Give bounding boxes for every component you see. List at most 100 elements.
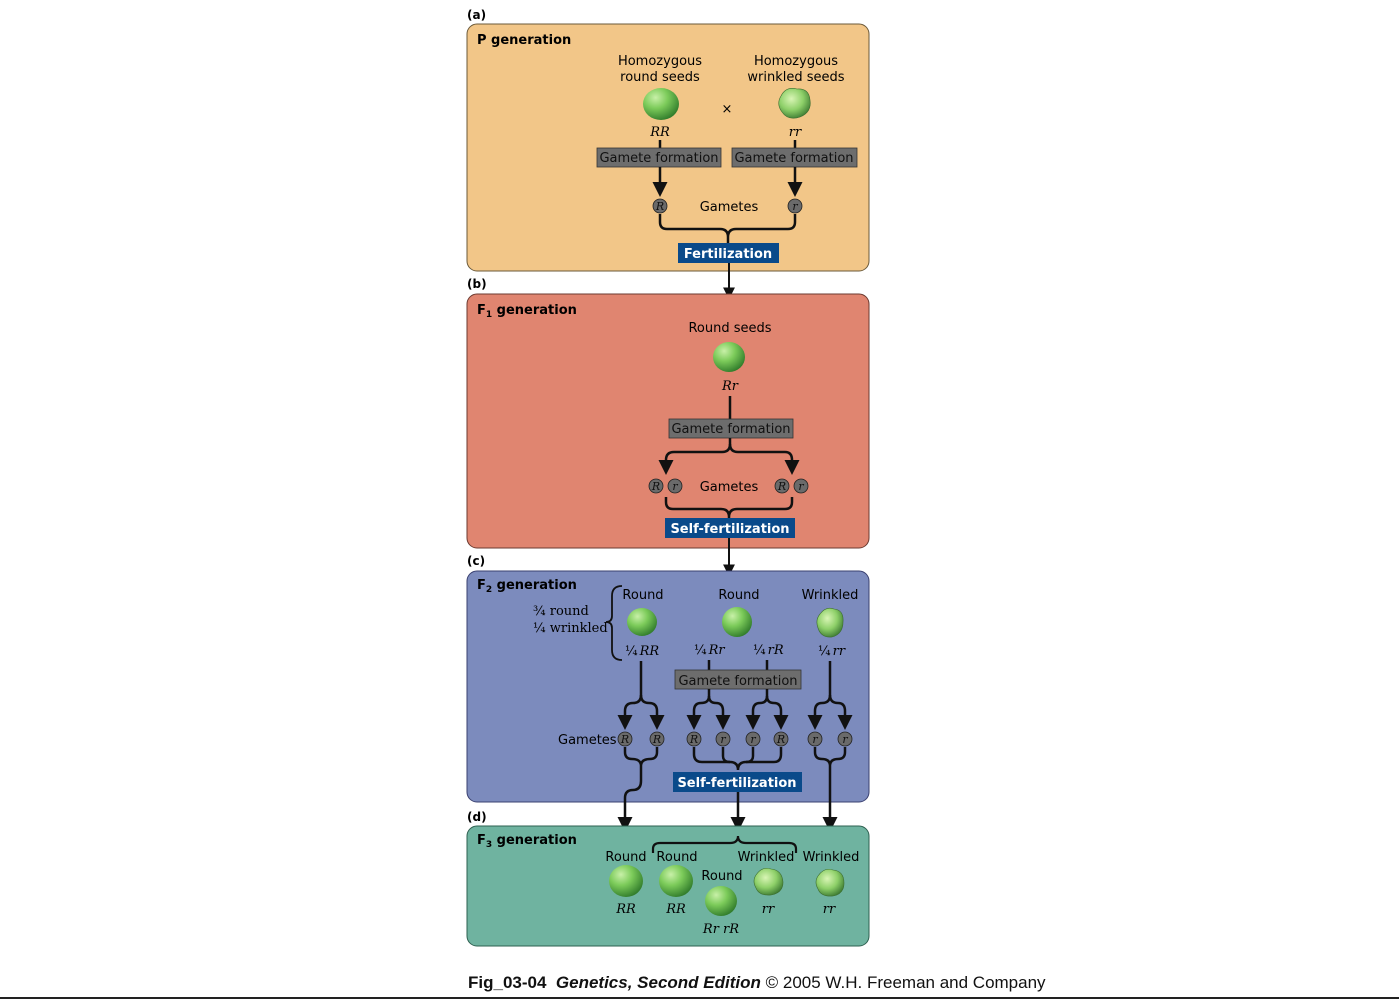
f3-seed-genotype: rr — [762, 902, 775, 917]
self-fertilization-label-b: Self-fertilization — [670, 522, 789, 537]
f3-seed-label: Wrinkled — [803, 850, 860, 865]
self-fertilization-box-c — [673, 772, 802, 792]
allele-r: r — [672, 480, 678, 493]
allele-circle — [837, 731, 853, 747]
left-parent-genotype: RR — [649, 125, 670, 140]
f1-generation-panel — [466, 293, 870, 549]
f3-seed-genotype: RR — [615, 902, 636, 917]
allele-R: R — [777, 480, 786, 493]
allele-r: r — [812, 733, 818, 746]
wrinkled-pea-icon — [753, 867, 784, 896]
right-parent-genotype: rr — [789, 125, 802, 140]
f3-seed-label: Round — [656, 850, 697, 865]
f1-generation-title: F1 generation — [477, 303, 577, 320]
caption-book-title: Genetics, Second Edition — [555, 973, 761, 992]
allele-circle — [787, 198, 803, 214]
gamete-formation-box-c — [674, 669, 802, 690]
gametes-label-c: Gametes — [558, 733, 617, 748]
allele-R: R — [620, 733, 629, 746]
f2-generation-panel — [466, 570, 870, 803]
self-fertilization-box-b — [665, 518, 795, 538]
f2-col2-label: Round — [718, 588, 759, 603]
allele-r: r — [798, 480, 804, 493]
panel-c-letter: (c) — [467, 554, 485, 568]
gamete-formation-label-left: Gamete formation — [599, 151, 718, 166]
round-pea-icon — [643, 88, 679, 120]
ratio-brace — [605, 585, 623, 661]
allele-circle — [667, 478, 683, 494]
allele-circle — [745, 731, 761, 747]
round-pea-icon — [609, 865, 643, 897]
allele-circle — [648, 478, 664, 494]
f3-seed-label: Round — [605, 850, 646, 865]
left-parent-label-1: Homozygous — [618, 54, 702, 69]
gametes-label-b: Gametes — [700, 480, 759, 495]
panel-a-letter: (a) — [467, 8, 486, 22]
wrinkled-pea-icon — [815, 868, 845, 897]
left-parent-label-2: round seeds — [620, 70, 700, 85]
allele-r: r — [750, 733, 756, 746]
gametes-label-a: Gametes — [700, 200, 759, 215]
f2-generation-title: F2 generation — [477, 578, 577, 595]
round-pea-icon — [713, 342, 745, 372]
cross-symbol: × — [722, 102, 733, 117]
f3-seed-label: Round — [701, 869, 742, 884]
allele-r: r — [792, 200, 798, 213]
p-generation-title: P generation — [477, 33, 571, 48]
caption-fig-id: Fig_03-04 — [468, 973, 547, 992]
round-pea-icon — [722, 607, 752, 637]
allele-circle — [715, 731, 731, 747]
allele-R: R — [776, 733, 785, 746]
allele-circle — [774, 478, 790, 494]
panel-d-letter: (d) — [467, 810, 487, 824]
f3-seed-genotype: Rr rR — [702, 922, 739, 937]
allele-R: R — [689, 733, 698, 746]
allele-r: r — [720, 733, 726, 746]
f1-genotype: Rr — [721, 379, 739, 394]
allele-circle — [649, 731, 665, 747]
f2-col1-label: Round — [622, 588, 663, 603]
f1-seed-label: Round seeds — [688, 321, 771, 336]
gamete-formation-label-right: Gamete formation — [734, 151, 853, 166]
f3-seed-label: Wrinkled — [738, 850, 795, 865]
allele-circle — [686, 731, 702, 747]
allele-circle — [793, 478, 809, 494]
allele-circle — [617, 731, 633, 747]
right-parent-label-2: wrinkled seeds — [747, 70, 844, 85]
allele-circle — [807, 731, 823, 747]
allele-circle — [652, 198, 668, 214]
caption-copyright: © 2005 W.H. Freeman and Company — [765, 973, 1046, 992]
bottom-rule — [0, 997, 1399, 999]
wrinkled-pea-icon — [778, 88, 811, 119]
f3-generation-title: F3 generation — [477, 833, 577, 850]
fertilization-box — [678, 243, 779, 263]
round-pea-icon — [659, 865, 693, 897]
fertilization-label: Fertilization — [684, 247, 772, 262]
ratio-wrinkled: ¼ wrinkled — [533, 621, 608, 636]
f2-col3-label: Wrinkled — [802, 588, 859, 603]
gamete-formation-label-b: Gamete formation — [671, 422, 790, 437]
p-generation-panel — [466, 23, 870, 272]
allele-R: R — [652, 733, 661, 746]
allele-circle — [773, 731, 789, 747]
self-fertilization-label-c: Self-fertilization — [677, 776, 796, 791]
round-pea-icon — [705, 886, 737, 916]
allele-R: R — [651, 480, 660, 493]
figure-caption: Fig_03-04 Genetics, Second Edition © 200… — [468, 973, 1046, 993]
f3-seed-genotype: rr — [823, 902, 836, 917]
ratio-round: ¾ round — [533, 604, 589, 619]
round-pea-icon — [627, 608, 657, 636]
f3-group-brace — [651, 835, 798, 853]
right-parent-label-1: Homozygous — [754, 54, 838, 69]
allele-R: R — [655, 200, 664, 213]
allele-r: r — [842, 733, 848, 746]
f3-seed-genotype: RR — [665, 902, 686, 917]
wrinkled-pea-icon — [816, 607, 844, 638]
gamete-formation-label-c: Gamete formation — [678, 674, 797, 689]
panel-b-letter: (b) — [467, 277, 487, 291]
